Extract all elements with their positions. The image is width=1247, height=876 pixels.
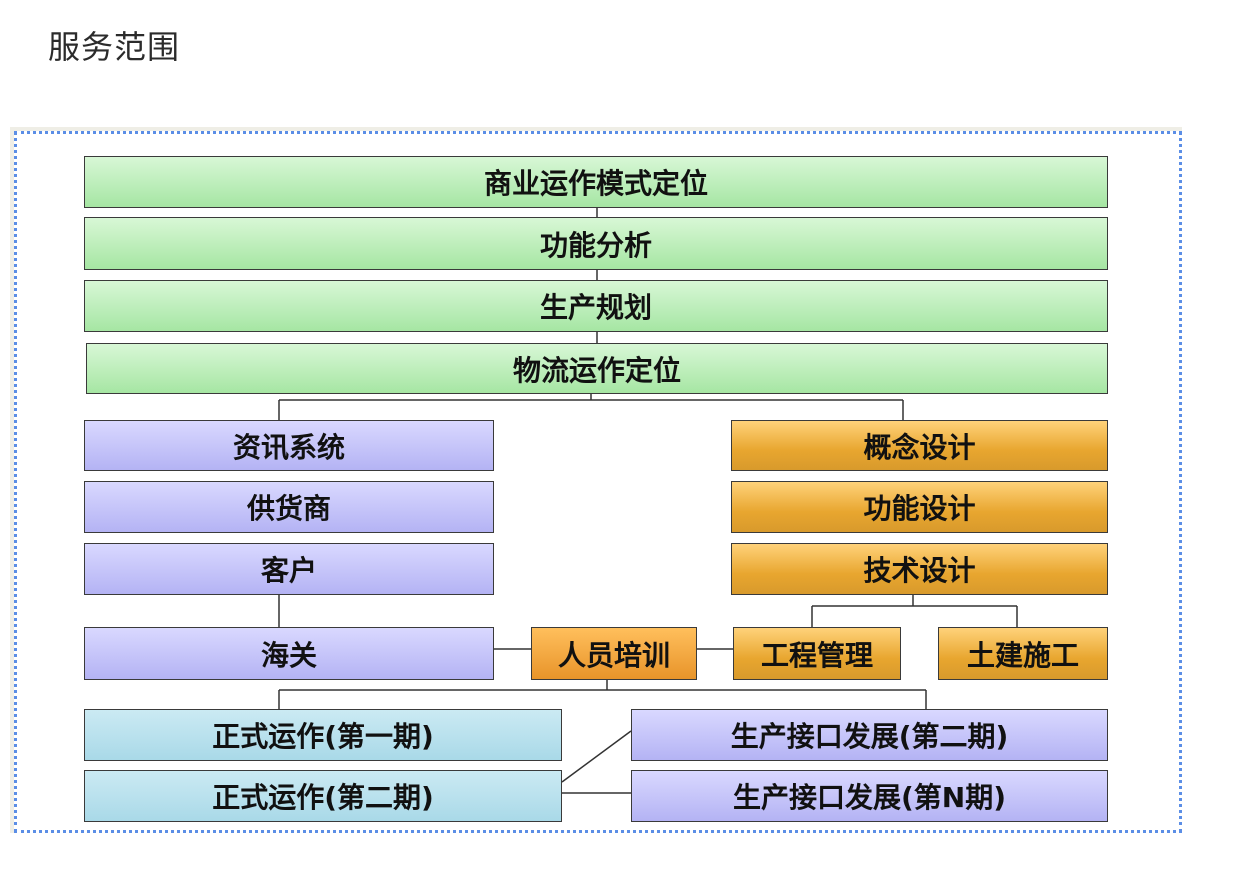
node-operation-phase-1: 正式运作(第一期) (84, 709, 562, 761)
node-supplier: 供货商 (84, 481, 494, 533)
node-engineering-management: 工程管理 (733, 627, 901, 680)
page-title: 服务范围 (48, 28, 181, 66)
node-staff-training: 人员培训 (531, 627, 697, 680)
node-operation-phase-2: 正式运作(第二期) (84, 770, 562, 822)
node-concept-design: 概念设计 (731, 420, 1108, 471)
node-interface-phase-n: 生产接口发展(第N期) (631, 770, 1108, 822)
node-customer: 客户 (84, 543, 494, 595)
node-civil-construction: 土建施工 (938, 627, 1108, 680)
node-function-analysis: 功能分析 (84, 217, 1108, 270)
node-logistics-positioning: 物流运作定位 (86, 343, 1108, 394)
node-technical-design: 技术设计 (731, 543, 1108, 595)
node-function-design: 功能设计 (731, 481, 1108, 533)
node-production-planning: 生产规划 (84, 280, 1108, 332)
node-interface-phase-2: 生产接口发展(第二期) (631, 709, 1108, 761)
node-customs: 海关 (84, 627, 494, 680)
node-info-system: 资讯系统 (84, 420, 494, 471)
connector-line (561, 730, 632, 783)
node-business-model: 商业运作模式定位 (84, 156, 1108, 208)
